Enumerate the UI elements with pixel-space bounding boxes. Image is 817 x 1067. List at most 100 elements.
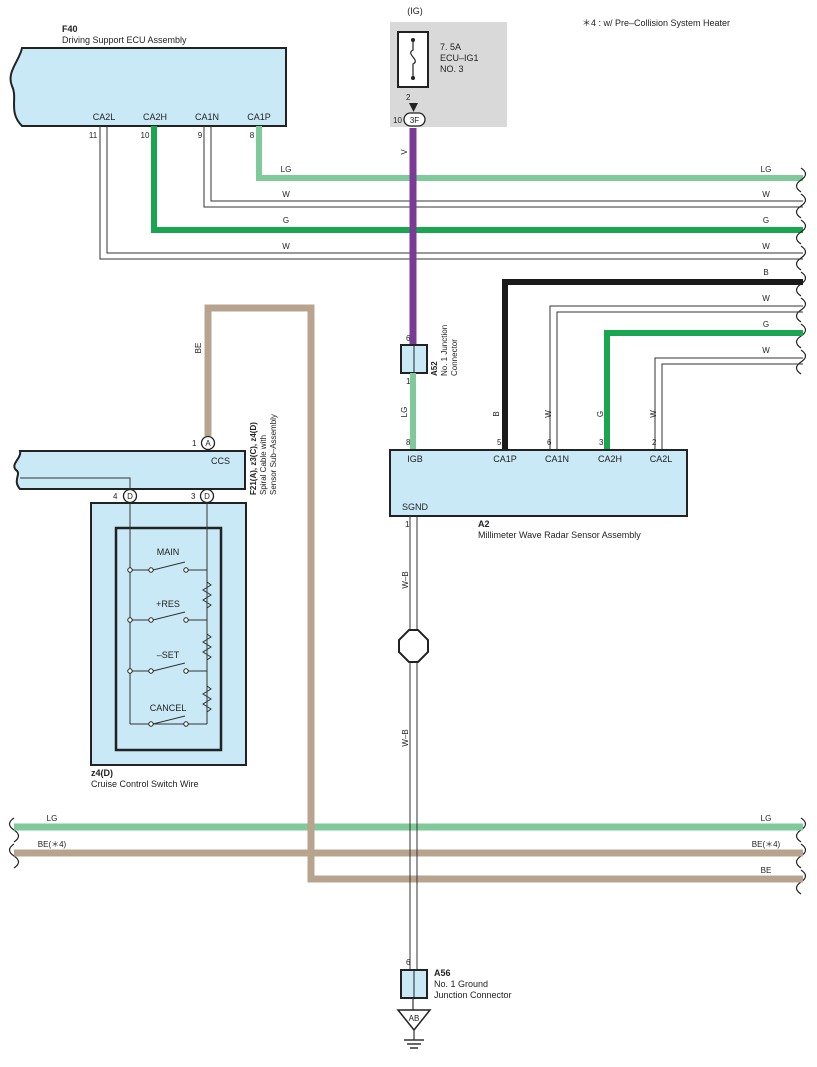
wire-label: BE bbox=[194, 343, 203, 354]
wire-label: W bbox=[762, 346, 770, 355]
spiral-ccs-label: CCS bbox=[211, 456, 230, 466]
f40-pin-label: CA2H bbox=[143, 112, 167, 122]
f40-pin-label: CA2L bbox=[93, 112, 116, 122]
wire-label: LG bbox=[281, 165, 292, 174]
cruise-control-switch: MAIN +RES –SET CANCEL z4(D) Cruise Contr… bbox=[90, 502, 247, 789]
f40-pin-number: 8 bbox=[250, 131, 255, 140]
wire-label: B bbox=[492, 411, 501, 416]
wire-label: LG bbox=[400, 407, 409, 418]
wire-label: W bbox=[282, 242, 290, 251]
note-text: ＊4 : w/ Pre–Collision System Heater bbox=[582, 18, 730, 28]
f40-pin-label: CA1P bbox=[247, 112, 271, 122]
wire-label: G bbox=[596, 411, 605, 417]
spiral-name: Sensor Sub–Assembly bbox=[269, 414, 278, 495]
fuse-name: ECU–IG1 bbox=[440, 53, 479, 63]
z4-code: z4(D) bbox=[91, 768, 113, 778]
f40-pin-number: 10 bbox=[141, 131, 150, 140]
f40-wires: LG LG W W G G W W bbox=[99, 126, 803, 260]
switch-label: +RES bbox=[156, 599, 180, 609]
wire-w bbox=[661, 363, 803, 450]
a56-pin: 6 bbox=[406, 958, 411, 967]
wire-label: W bbox=[649, 410, 658, 418]
switch-label: CANCEL bbox=[150, 703, 187, 713]
a2-sgnd-pin: 1 bbox=[405, 520, 410, 529]
ground-label: AB bbox=[409, 1014, 420, 1023]
splice-point bbox=[398, 629, 429, 663]
wire-w bbox=[210, 126, 803, 202]
ground-point bbox=[396, 1009, 432, 1032]
wire-w bbox=[556, 311, 803, 450]
wire-g bbox=[151, 126, 803, 233]
f40-pin-label: CA1N bbox=[195, 112, 219, 122]
connector-arrow bbox=[409, 103, 418, 112]
switch-inner-box bbox=[114, 526, 223, 752]
ig-fuse-block: (IG) 7. 5A ECU–IG1 NO. 3 2 bbox=[390, 6, 507, 127]
wire-label: B bbox=[763, 268, 768, 277]
a56-name: Junction Connector bbox=[434, 990, 512, 1000]
a2-pin-label: IGB bbox=[407, 454, 423, 464]
wire-label: BE(＊4) bbox=[38, 840, 67, 849]
connector-pin-a bbox=[200, 435, 216, 451]
spiral-code: F21(A), z3(C), z4(D) bbox=[249, 422, 258, 495]
wire-label: BE(＊4) bbox=[752, 840, 781, 849]
wire-lg bbox=[256, 126, 803, 181]
f40-name: Driving Support ECU Assembly bbox=[62, 35, 187, 45]
bottom-harness-wires: LG LG BE(＊4) BE(＊4) bbox=[14, 814, 803, 857]
a2-pin-label: CA2H bbox=[598, 454, 622, 464]
a56-ground-junction: 6 A56 No. 1 Ground Junction Connector AB bbox=[396, 958, 512, 1049]
a52-pin-top: 6 bbox=[406, 334, 411, 343]
f40-pin-number: 9 bbox=[198, 131, 203, 140]
a52-name: No. 1 Junction bbox=[440, 325, 449, 376]
wire-label: LG bbox=[47, 814, 58, 823]
fuse-number: NO. 3 bbox=[440, 64, 464, 74]
a2-pin-label: CA1N bbox=[545, 454, 569, 464]
wire-w bbox=[549, 305, 803, 450]
wire-label: G bbox=[283, 216, 289, 225]
a2-pin-number: 8 bbox=[406, 438, 411, 447]
f40-box bbox=[9, 47, 287, 127]
f40-code: F40 bbox=[62, 24, 78, 34]
a2-code: A2 bbox=[478, 519, 490, 529]
connector-3f bbox=[403, 112, 426, 127]
wire-label: W bbox=[762, 294, 770, 303]
spiral-pin-number: 4 bbox=[113, 492, 118, 501]
a52-code: A52 bbox=[430, 361, 439, 376]
spiral-cable-box bbox=[13, 450, 246, 490]
wire-label: W–B bbox=[401, 729, 410, 746]
fuse-rating: 7. 5A bbox=[440, 42, 461, 52]
a2-sgnd-label: SGND bbox=[402, 502, 429, 512]
wire-label: LG bbox=[761, 165, 772, 174]
switch-label: –SET bbox=[157, 650, 180, 660]
a56-code: A56 bbox=[434, 968, 451, 978]
a2-pin-number: 5 bbox=[497, 438, 502, 447]
wire-label: W bbox=[544, 410, 553, 418]
connector-3f-label: 3F bbox=[410, 116, 419, 125]
wire-label: G bbox=[763, 320, 769, 329]
f40-ecu-assembly: F40 Driving Support ECU Assembly CA2L CA… bbox=[9, 24, 287, 140]
a2-wires: B W G W B W G W bbox=[492, 268, 803, 450]
a2-radar-sensor-assembly: 8 5 6 3 2 IGB CA1P CA1N CA2H CA2L SGND 1… bbox=[389, 438, 688, 540]
spiral-pin-number: 3 bbox=[191, 492, 196, 501]
f40-pin-number: 11 bbox=[89, 131, 98, 140]
a52-name: Connector bbox=[450, 339, 459, 376]
a2-pin-number: 2 bbox=[652, 438, 657, 447]
a2-name: Millimeter Wave Radar Sensor Assembly bbox=[478, 530, 641, 540]
a2-box bbox=[389, 449, 688, 517]
z4-name: Cruise Control Switch Wire bbox=[91, 779, 199, 789]
wire-wb-ground: W–B W–B bbox=[398, 516, 429, 970]
wire-label: W bbox=[762, 242, 770, 251]
wire-be bbox=[204, 304, 803, 883]
wire-label: V bbox=[400, 149, 409, 155]
wire-w bbox=[654, 357, 803, 450]
spiral-pin-number: 1 bbox=[192, 439, 197, 448]
wire-label: G bbox=[763, 216, 769, 225]
a2-pin-number: 6 bbox=[547, 438, 552, 447]
wire-w bbox=[99, 126, 803, 260]
ig-label: (IG) bbox=[407, 6, 423, 16]
a52-junction-connector: 6 1 A52 No. 1 Junction Connector bbox=[400, 325, 459, 386]
a2-pin-label: CA2L bbox=[650, 454, 673, 464]
wire-label: LG bbox=[761, 814, 772, 823]
spiral-name: Spiral Cable with bbox=[259, 435, 268, 495]
switch-label: MAIN bbox=[157, 547, 180, 557]
